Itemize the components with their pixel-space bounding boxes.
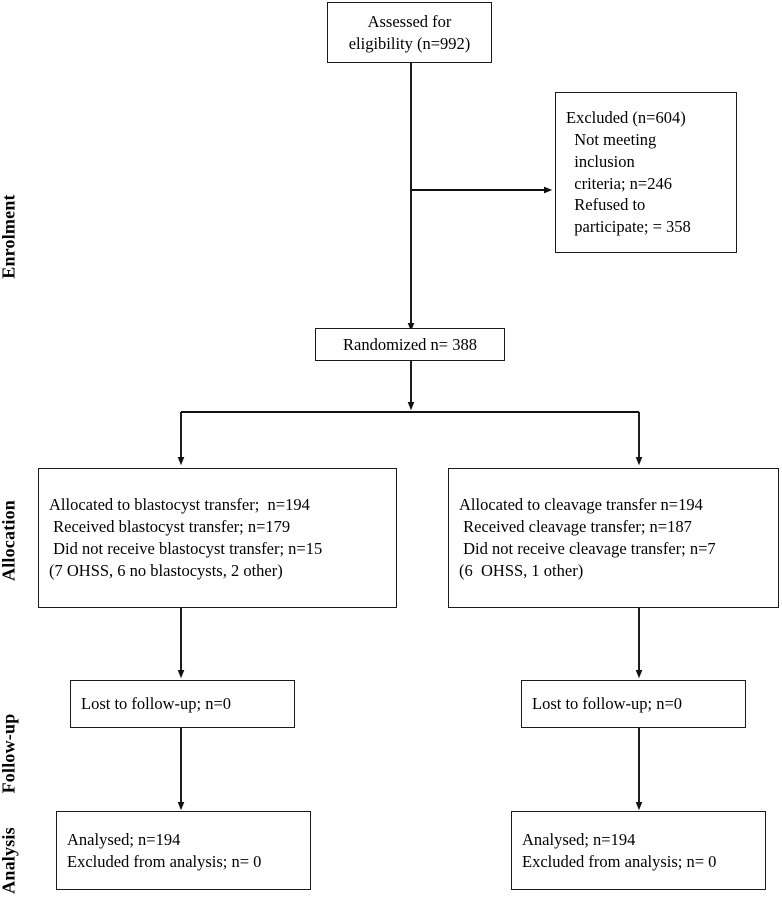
node-line: Refused to <box>566 195 646 215</box>
node-line: Excluded from analysis; n= 0 <box>522 851 717 871</box>
node-line: Not meeting <box>566 129 657 149</box>
stage-label-allocation: Allocation <box>0 500 19 581</box>
node-line: Excluded from analysis; n= 0 <box>67 851 262 871</box>
node-lost-to-followup-right: Lost to follow-up; n=0 <box>521 680 746 728</box>
node-line: (7 OHSS, 6 no blastocysts, 2 other) <box>49 560 283 580</box>
node-line: participate; = 358 <box>566 217 691 237</box>
node-line: inclusion <box>566 151 635 171</box>
node-lost-to-followup-left: Lost to follow-up; n=0 <box>70 680 295 728</box>
node-line: Assessed for <box>367 11 452 31</box>
node-line: criteria; n=246 <box>566 173 672 193</box>
node-analysed-left: Analysed; n=194 Excluded from analysis; … <box>56 811 311 890</box>
node-line: Randomized n= 388 <box>343 334 477 354</box>
node-line: Lost to follow-up; n=0 <box>81 694 232 714</box>
stage-label-follow-up: Follow-up <box>0 713 19 794</box>
node-allocated-blastocyst-transfer: Allocated to blastocyst transfer; n=194 … <box>38 468 397 608</box>
node-allocated-cleavage-transfer: Allocated to cleavage transfer n=194 Rec… <box>448 468 779 608</box>
node-line: Allocated to cleavage transfer n=194 <box>459 495 703 515</box>
node-line: Received blastocyst transfer; n=179 <box>49 517 291 537</box>
node-randomized: Randomized n= 388 <box>315 328 505 361</box>
node-line: Analysed; n=194 <box>522 829 636 849</box>
node-line: Analysed; n=194 <box>67 829 181 849</box>
node-analysed-right: Analysed; n=194 Excluded from analysis; … <box>511 811 766 890</box>
node-assessed-for-eligibility: Assessed for eligibility (n=992) <box>327 2 492 63</box>
node-line: Received cleavage transfer; n=187 <box>459 517 692 537</box>
node-line: eligibility (n=992) <box>348 33 471 53</box>
node-excluded: Excluded (n=604) Not meeting inclusion c… <box>555 92 737 253</box>
node-line: Excluded (n=604) <box>566 107 686 127</box>
node-line: (6 OHSS, 1 other) <box>459 560 584 580</box>
node-line: Did not receive blastocyst transfer; n=1… <box>49 539 323 558</box>
stage-label-analysis: Analysis <box>0 827 19 894</box>
node-line: Lost to follow-up; n=0 <box>532 694 683 714</box>
stage-label-enrolment: Enrolment <box>0 194 19 279</box>
node-line: Did not receive cleavage transfer; n=7 <box>459 539 716 558</box>
node-line: Allocated to blastocyst transfer; n=194 <box>49 495 310 515</box>
